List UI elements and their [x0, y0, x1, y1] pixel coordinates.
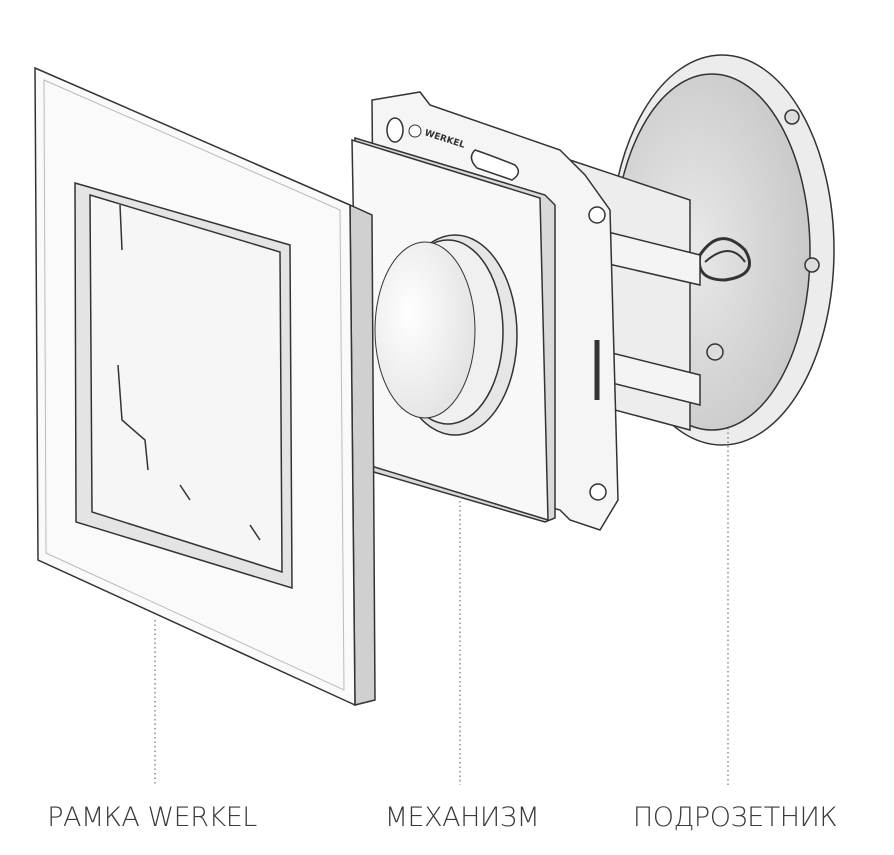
mechanism-cover	[351, 136, 556, 523]
leader-lines	[154, 428, 729, 785]
screw-icon	[804, 257, 820, 273]
label-box: ПОДРОЗЕТНИК	[632, 802, 838, 833]
label-frame: РАМКА WERKEL	[47, 802, 257, 833]
label-mechanism: МЕХАНИЗМ	[384, 802, 540, 833]
wires	[697, 237, 751, 282]
screw-icon	[706, 343, 724, 361]
frame	[34, 66, 376, 707]
dimmer-knob	[374, 241, 476, 419]
screw-icon	[784, 109, 800, 125]
